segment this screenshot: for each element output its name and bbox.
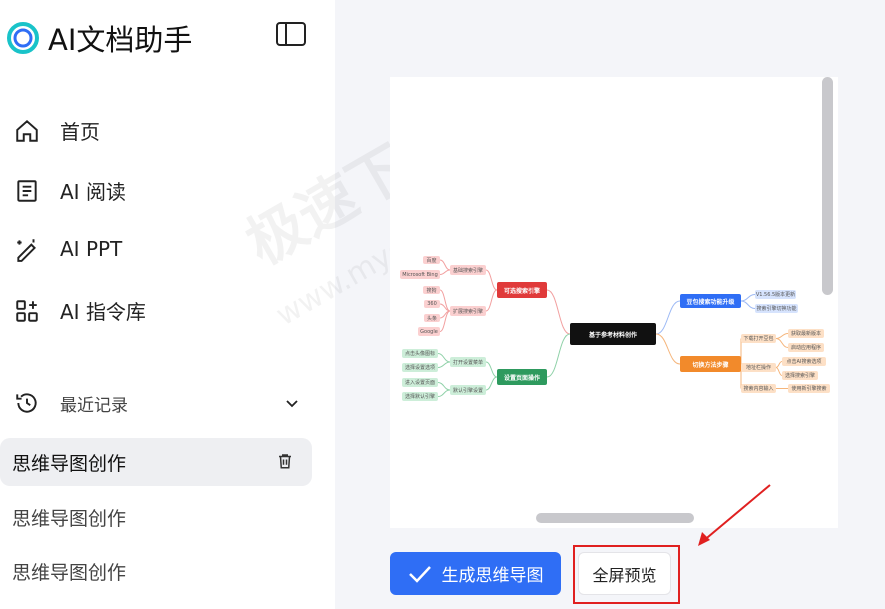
- horizontal-scrollbar[interactable]: [536, 513, 694, 523]
- annotation-box: [573, 545, 680, 604]
- sidebar: AI文档助手 首页 AI 阅读 AI PPT AI 指令库 最近记录 思维导图创…: [0, 0, 335, 609]
- recent-header[interactable]: 最近记录: [14, 390, 300, 416]
- mindmap-leaf[interactable]: 获取最新版本: [788, 329, 824, 338]
- nav-item-ai-prompts[interactable]: AI 指令库: [14, 296, 146, 325]
- grid-icon: [16, 299, 38, 322]
- mindmap-leaf[interactable]: 搜狗: [423, 286, 440, 294]
- nav-label: 首页: [60, 120, 100, 144]
- mindmap-connectors: [437, 259, 789, 397]
- mindmap-link: [655, 300, 681, 335]
- mindmap-leaf[interactable]: 点击AI搜索选项: [782, 357, 826, 366]
- mindmap-link: [775, 338, 789, 348]
- mindmap-link: [437, 389, 451, 397]
- history-item[interactable]: 思维导图创作: [0, 438, 312, 486]
- nav-label: AI 指令库: [60, 300, 146, 324]
- mindmap-link: [439, 259, 451, 271]
- mindmap-leaf[interactable]: 选择搜索引擎: [782, 371, 818, 380]
- mindmap-link: [439, 269, 451, 275]
- mindmap-subtopic[interactable]: 打开设置菜单: [450, 357, 486, 367]
- mindmap-preview[interactable]: 基于参考材料创作 可选搜索引擎 基础搜索引擎 百度 Microsoft Bing 扩展搜索…: [390, 77, 838, 528]
- history-item-label: 思维导图创作: [12, 561, 127, 584]
- mindmap-branch[interactable]: 可选搜索引擎: [497, 282, 547, 298]
- mindmap-branch[interactable]: 豆包搜索功能升级: [680, 294, 741, 308]
- mindmap-link: [546, 333, 571, 378]
- check-icon: [408, 565, 431, 583]
- trash-icon[interactable]: [276, 452, 294, 470]
- mindmap-leaf[interactable]: 选择默认引擎: [402, 392, 438, 401]
- mindmap-leaf[interactable]: 百度: [423, 256, 440, 264]
- chevron-down-icon[interactable]: [284, 395, 300, 411]
- mindmap-link: [740, 300, 756, 309]
- reading-icon: [17, 179, 37, 202]
- mindmap-subtopic[interactable]: 搜索引擎切换功能: [755, 304, 798, 313]
- mindmap-link: [439, 310, 451, 332]
- history-item[interactable]: 思维导图创作: [0, 493, 312, 541]
- mindmap-link: [437, 382, 451, 391]
- logo-icon: [7, 22, 39, 54]
- mindmap-leaf[interactable]: 进入设置页面: [402, 378, 438, 387]
- mindmap-branch[interactable]: 设置页面操作: [497, 369, 547, 385]
- mindmap-subtopic[interactable]: 扩展搜索引擎: [450, 306, 486, 316]
- history-item-label: 思维导图创作: [12, 452, 127, 475]
- history-item-label: 思维导图创作: [12, 507, 127, 530]
- mindmap-link: [485, 376, 498, 391]
- vertical-scrollbar[interactable]: [822, 77, 833, 295]
- nav-item-home[interactable]: 首页: [14, 116, 100, 145]
- mindmap-link: [655, 333, 681, 365]
- mindmap-link: [775, 367, 783, 376]
- app-title: AI文档助手: [48, 23, 193, 57]
- mindmap-link: [485, 289, 498, 312]
- mindmap-link: [740, 294, 756, 302]
- mindmap-subtopic[interactable]: 地址栏操作: [741, 363, 776, 372]
- fullscreen-preview-button[interactable]: 全屏预览: [578, 552, 671, 595]
- nav-item-ai-reading[interactable]: AI 阅读: [14, 176, 126, 205]
- mindmap-leaf[interactable]: 启动应用程序: [788, 343, 824, 352]
- nav-item-ai-ppt[interactable]: AI PPT: [14, 236, 122, 262]
- annotation-arrow: [698, 484, 771, 546]
- fullscreen-label: 全屏预览: [592, 565, 657, 585]
- sidebar-toggle-icon[interactable]: [276, 22, 306, 46]
- recent-label: 最近记录: [60, 395, 128, 416]
- mindmap-subtopic[interactable]: 默认引擎设置: [450, 385, 486, 395]
- magic-pen-icon: [17, 239, 36, 262]
- mindmap-link: [437, 353, 451, 363]
- app-logo: AI文档助手: [6, 17, 192, 59]
- mindmap-leaf[interactable]: Google: [418, 327, 440, 336]
- mindmap-link: [485, 269, 498, 291]
- generate-label: 生成思维导图: [441, 566, 544, 586]
- mindmap-leaf[interactable]: 点击头像图标: [402, 349, 438, 358]
- mindmap-link: [546, 289, 571, 335]
- mindmap-subtopic[interactable]: 下载打开豆包: [741, 334, 776, 343]
- mindmap-link: [775, 333, 789, 339]
- mindmap-link: [437, 361, 451, 368]
- mindmap-leaf[interactable]: 选择设置选项: [402, 363, 438, 372]
- generate-mindmap-button[interactable]: 生成思维导图: [390, 552, 561, 595]
- mindmap-subtopic[interactable]: 搜索内容输入: [741, 384, 776, 393]
- mindmap-root[interactable]: 基于参考材料创作: [570, 323, 656, 345]
- mindmap-subtopic[interactable]: V1.56.5版本更新: [755, 290, 796, 299]
- mindmap-leaf[interactable]: 头条: [424, 314, 440, 322]
- mindmap-leaf[interactable]: 360: [424, 300, 440, 308]
- history-icon: [16, 393, 37, 413]
- mindmap-subtopic[interactable]: 基础搜索引擎: [450, 265, 486, 275]
- mindmap-leaf[interactable]: 使用新引擎搜索: [788, 384, 830, 393]
- nav-label: AI 阅读: [60, 180, 126, 204]
- home-icon: [16, 119, 38, 142]
- mindmap-leaf[interactable]: Microsoft Bing: [400, 270, 440, 279]
- mindmap-link: [485, 361, 498, 378]
- nav-label: AI PPT: [60, 237, 123, 261]
- mindmap-branch[interactable]: 切换方法步骤: [680, 356, 741, 372]
- history-item[interactable]: 思维导图创作: [0, 547, 312, 595]
